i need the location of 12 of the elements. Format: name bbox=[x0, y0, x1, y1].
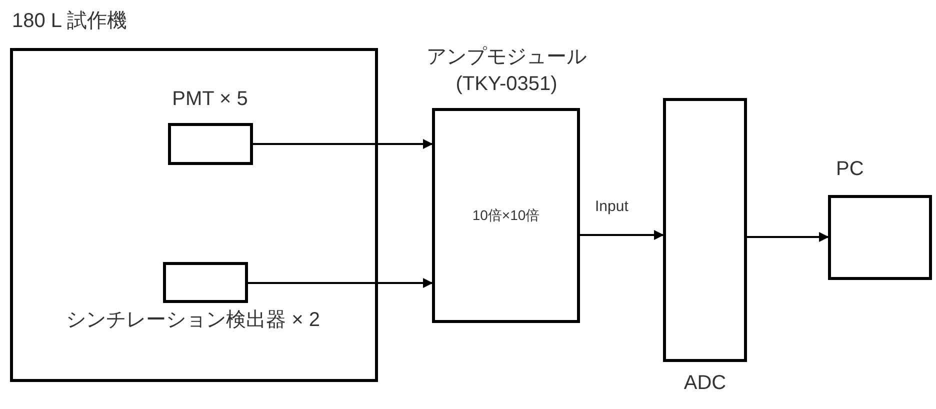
node-heading: PC bbox=[836, 158, 864, 180]
node-heading: アンプモジュール (TKY-0351) bbox=[426, 46, 586, 95]
arrow bbox=[253, 139, 433, 149]
edge-label: Input bbox=[594, 198, 630, 217]
node-heading: PMT × 5 bbox=[172, 88, 248, 110]
node-heading: シンチレーション検出器 × 2 bbox=[66, 309, 320, 331]
node-label: 10倍×10倍 bbox=[472, 206, 540, 224]
node-heading: 180 L 試作機 bbox=[12, 10, 127, 32]
arrow bbox=[747, 232, 829, 242]
arrow bbox=[580, 230, 664, 240]
arrow bbox=[248, 278, 433, 288]
node-heading: ADC bbox=[684, 372, 726, 394]
